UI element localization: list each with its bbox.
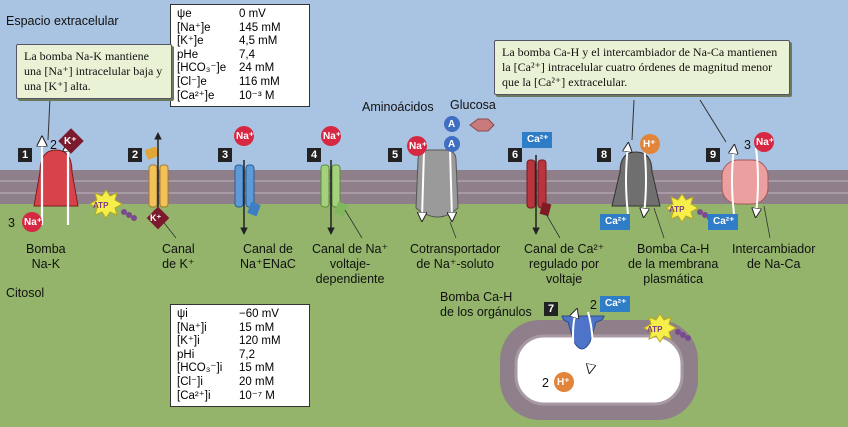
atp-burst-1: [88, 189, 137, 221]
ca-ion-exchanger: [708, 214, 738, 230]
h-ion-organelle-label: H⁺: [557, 377, 570, 388]
organelle-lumen: [514, 334, 684, 406]
na-ion-enac-label: Na⁺: [236, 131, 255, 142]
na-k-pump: [33, 140, 79, 225]
badge-3: 3: [218, 148, 232, 162]
aminoacid-icon-1: [444, 116, 460, 132]
label-cotransporter: Cotransportador de Na⁺-soluto: [410, 242, 501, 271]
stoich-3-na-exchanger: 3: [744, 138, 751, 152]
label-nav: Canal de Na⁺ voltaje- dependiente: [312, 242, 389, 286]
na-ion-cotransporter-label: Na⁺: [409, 141, 428, 152]
h-ion-organelle: [554, 372, 574, 392]
atp-label-7: ATP: [647, 325, 663, 334]
k-channel: [144, 132, 169, 210]
badge-7: 7: [544, 302, 558, 316]
na-solute-cotransporter: [415, 149, 459, 218]
voltage-ca-channel: [526, 155, 552, 235]
enac-channel: [234, 160, 261, 235]
na-ion-cotransporter: [407, 136, 427, 156]
stoich-2-h-organelle: 2: [542, 376, 549, 390]
label-cav: Canal de Ca²⁺ regulado por voltaje: [524, 242, 605, 286]
badge-5: 5: [388, 148, 402, 162]
ca-callout: La bomba Ca-H y el intercambiador de Na-…: [494, 40, 790, 95]
na-ion-nav: [321, 126, 341, 146]
na-ion-exchanger: [754, 132, 774, 152]
cytosol-region: [0, 200, 848, 427]
aminoacid-icon-1-label: A: [448, 119, 456, 130]
label-na-k-pump: Bomba Na-K: [26, 242, 66, 271]
aminoacid-icon-2: [444, 136, 460, 152]
ca-ion-organelle-label: Ca²⁺: [605, 298, 627, 309]
voltage-na-channel: [320, 160, 348, 235]
ca-ion-cav: [522, 132, 552, 148]
stoich-2-k: 2: [50, 138, 57, 152]
extracellular-label: Espacio extracelular: [6, 14, 119, 28]
ca-ion-cav-label: Ca²⁺: [527, 134, 549, 145]
na-ion-in: [22, 212, 42, 232]
cytosol-label: Citosol: [6, 286, 45, 300]
badge-1: 1: [18, 148, 32, 162]
badge-6: 6: [508, 148, 522, 162]
badge-8: 8: [597, 148, 611, 162]
badge-4: 4: [307, 148, 321, 162]
label-k-channel: Canal de K⁺: [162, 242, 195, 271]
na-ion-nav-label: Na⁺: [323, 131, 342, 142]
stoich-3-na: 3: [8, 216, 15, 230]
na-ion-exchanger-label: Na⁺: [756, 137, 775, 148]
organelle-ca-h-pump: [561, 312, 605, 370]
na-ca-exchanger: [721, 148, 769, 214]
label-enac: Canal de Na⁺ENaC: [240, 242, 296, 271]
atp-label-1: ATP: [93, 201, 109, 210]
glucose-icon: [469, 118, 495, 132]
ca-ion-exchanger-label: Ca²⁺: [713, 216, 735, 227]
badge-2: 2: [128, 148, 142, 162]
stoich-2-ca-organelle: 2: [590, 298, 597, 312]
na-k-callout: La bomba Na-K mantiene una [Na⁺] intrace…: [16, 44, 172, 99]
aminoacids-label: Aminoácidos: [362, 100, 434, 114]
conc-row: ψi−60 mV: [177, 308, 279, 320]
label-na-ca-exchanger: Intercambiador de Na-Ca: [732, 242, 816, 271]
h-ion-pump8-label: H⁺: [643, 139, 656, 150]
badge-9: 9: [706, 148, 720, 162]
ca-ion-pump8: [600, 214, 630, 230]
plasma-membrane-ca-h-pump: [611, 146, 661, 214]
label-ca-h-pump: Bomba Ca-H de la membrana plasmática: [628, 242, 719, 286]
k-ion-channel-label: K⁺: [150, 213, 162, 223]
na-ion-enac: [234, 126, 254, 146]
k-ion-out-label: K⁺: [64, 136, 77, 147]
h-ion-pump8: [640, 134, 660, 154]
atp-burst-7: [642, 313, 691, 343]
glucose-label: Glucosa: [450, 98, 496, 112]
ca-ion-organelle: [600, 296, 630, 312]
ca-ion-pump8-label: Ca²⁺: [605, 216, 627, 227]
aminoacid-icon-2-label: A: [448, 139, 456, 150]
label-organelle-pump: Bomba Ca-H de los orgánulos: [440, 290, 532, 319]
atp-label-8: ATP: [669, 205, 685, 214]
na-ion-in-label: Na⁺: [24, 217, 43, 228]
